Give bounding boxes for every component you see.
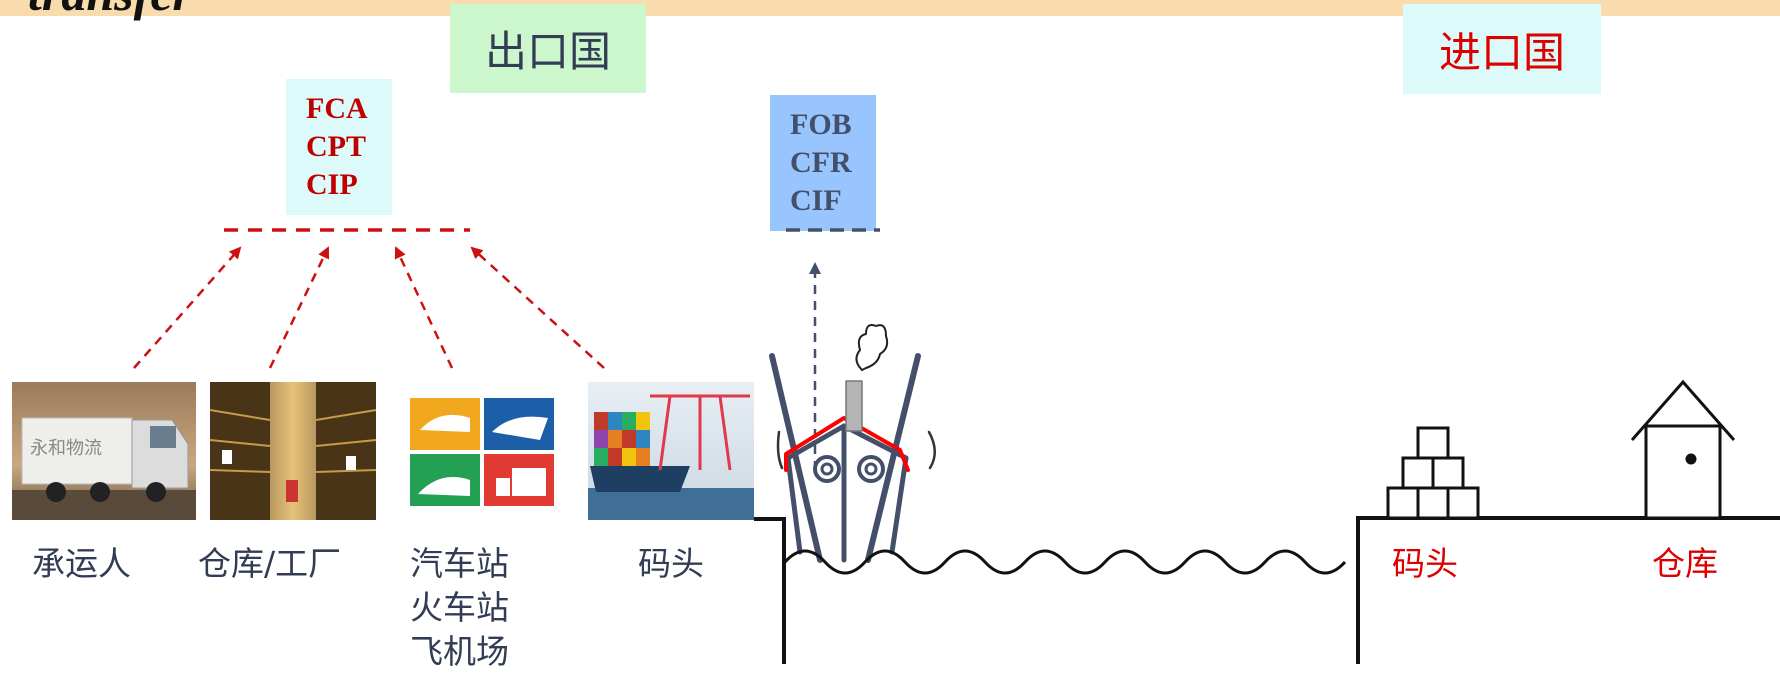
term-cpt: CPT <box>306 130 366 163</box>
import-warehouse-house <box>1630 379 1736 520</box>
svg-text:永和物流: 永和物流 <box>30 438 102 459</box>
port-image <box>588 382 754 520</box>
term-cif: CIF <box>790 184 842 217</box>
label-warehouse-factory: 仓库/工厂 <box>198 544 342 583</box>
label-export-wharf: 码头 <box>638 544 704 583</box>
term-cfr: CFR <box>790 146 852 179</box>
export-country-box: 出口国 <box>450 4 646 93</box>
arrow-stations <box>394 246 454 369</box>
label-bus-station: 汽车站 <box>410 544 509 583</box>
import-quay <box>1356 516 1780 664</box>
water-wave <box>783 549 1347 575</box>
truck-image: 永和物流 <box>12 382 196 520</box>
arrow-warehouse <box>268 246 330 369</box>
arrow-carrier <box>133 246 242 369</box>
export-quay <box>754 517 786 664</box>
stations-icon <box>408 396 556 508</box>
term-cip: CIP <box>306 168 358 201</box>
label-train-station: 火车站 <box>410 588 509 627</box>
arrow-wharf <box>470 246 605 369</box>
warehouse-image <box>209 382 377 520</box>
label-import-wharf: 码头 <box>1392 544 1458 583</box>
import-country-label: 进口国 <box>1438 27 1565 77</box>
label-airport: 飞机场 <box>410 632 509 671</box>
term-fob: FOB <box>790 108 852 141</box>
top-band <box>0 0 1780 16</box>
ship-illustration <box>769 324 936 563</box>
export-country-label: 出口国 <box>484 27 611 76</box>
import-country-box: 进口国 <box>1403 4 1601 94</box>
terms-box-fca-group: FCA CPT CIP <box>286 79 392 215</box>
label-import-warehouse: 仓库 <box>1652 544 1718 583</box>
stacked-cargo-boxes <box>1386 426 1480 520</box>
label-stations: 汽车站 火车站 飞机场 <box>410 542 509 674</box>
terms-box-fob-group: FOB CFR CIF <box>770 95 876 231</box>
term-fca: FCA <box>306 92 368 125</box>
label-carrier: 承运人 <box>32 544 131 583</box>
slide-title: transfer <box>28 0 192 22</box>
